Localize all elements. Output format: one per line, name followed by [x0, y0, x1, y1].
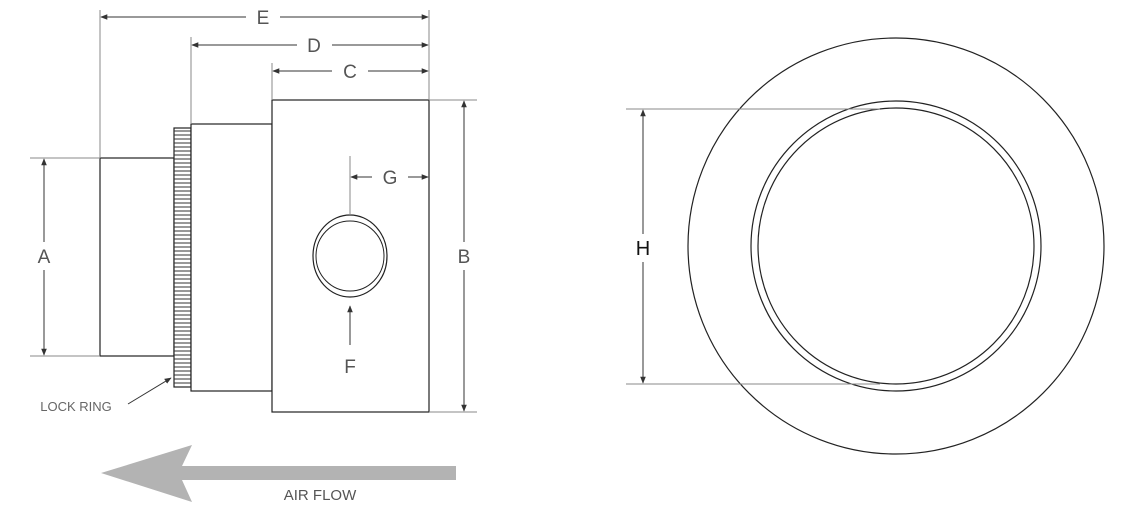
front-view: H — [626, 37, 1105, 455]
dimension-e: E — [99, 8, 430, 158]
label-c: C — [343, 62, 357, 83]
dimension-b: B — [429, 99, 477, 413]
side-view: E D C A B — [30, 8, 477, 504]
label-d: D — [307, 36, 321, 57]
outer-flange — [687, 37, 1105, 455]
dimension-c: C — [271, 62, 429, 100]
dimension-g: G — [349, 156, 429, 215]
label-f: F — [344, 357, 356, 378]
inner-ring-inner — [757, 107, 1035, 385]
inlet-tube — [99, 157, 175, 357]
air-flow-arrow-icon — [101, 445, 456, 502]
leader-f: F — [344, 305, 356, 378]
dimension-d: D — [190, 36, 429, 124]
lock-ring — [173, 127, 192, 388]
label-b: B — [458, 247, 471, 268]
leader-lock-ring: LOCK RING — [40, 377, 172, 414]
air-flow-arrow: AIR FLOW — [101, 445, 456, 504]
middle-body — [190, 123, 273, 392]
dimension-a: A — [30, 157, 100, 357]
label-lock-ring: LOCK RING — [40, 399, 112, 414]
port-f — [312, 214, 388, 298]
label-h: H — [636, 238, 650, 260]
label-g: G — [383, 168, 398, 189]
label-a: A — [38, 247, 51, 268]
dimension-h: H — [626, 108, 880, 385]
label-air-flow: AIR FLOW — [284, 487, 357, 504]
label-e: E — [257, 8, 270, 29]
inner-ring-outer — [750, 100, 1042, 392]
